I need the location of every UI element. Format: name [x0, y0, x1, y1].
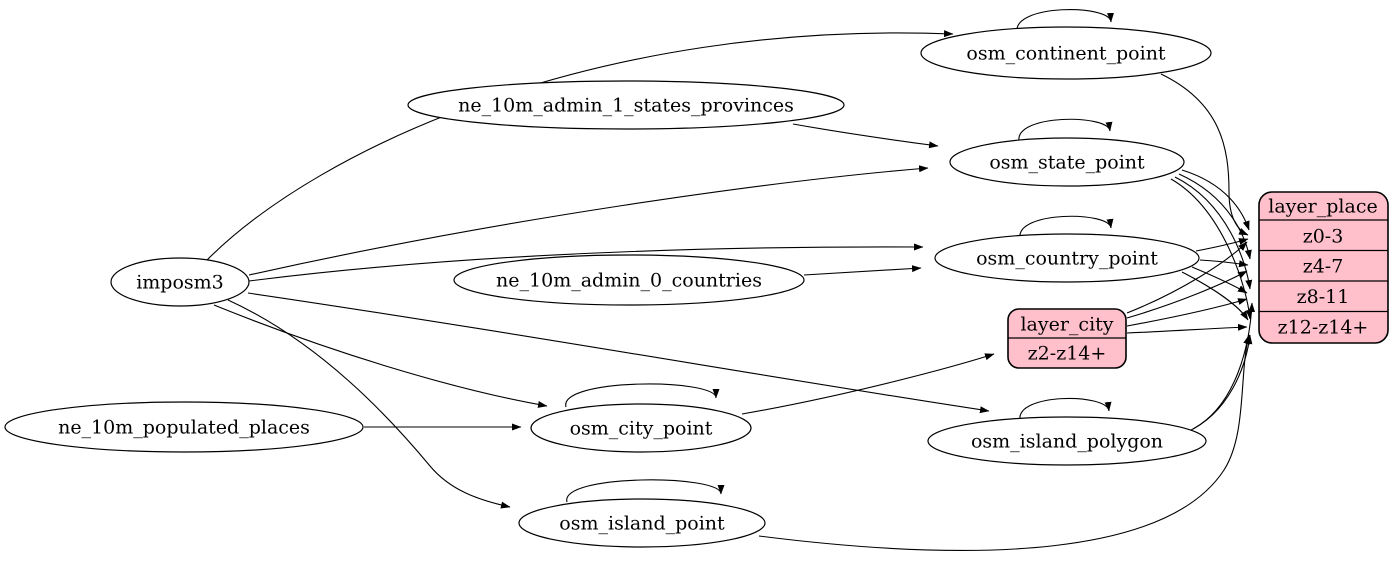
node-label: osm_continent_point — [966, 42, 1166, 64]
record-layer_city: layer_city z2-z14+ — [1007, 308, 1127, 369]
edge-ne_10m_admin_1_states_provinces-osm_state_point — [792, 123, 939, 149]
edge-self-loop-osm_state_point — [1018, 118, 1113, 142]
record-title: layer_city — [1020, 313, 1113, 335]
edge-imposm3-osm_island_point — [227, 299, 511, 509]
node-label: ne_10m_admin_1_states_provinces — [458, 94, 794, 116]
edge-osm_country_point-layer_place-z4-7 — [1199, 259, 1249, 268]
edge-osm_state_point-layer_place-z4-7 — [1178, 173, 1252, 260]
node-shape — [530, 403, 752, 453]
edge-imposm3-osm_country_point — [248, 243, 924, 282]
record-row-z8-11: z8-11 — [1297, 286, 1350, 308]
edge-self-loop-osm_continent_point — [1016, 9, 1114, 33]
edges-group — [205, 9, 1256, 551]
node-ne_10m_populated_places: ne_10m_populated_places — [4, 401, 364, 453]
edge-osm_country_point-layer_place-z8-11 — [1191, 266, 1248, 294]
edge-self-loop-osm_island_point — [566, 479, 725, 503]
edge-osm_state_point-layer_place-z8-11 — [1174, 176, 1253, 290]
edge-imposm3-osm_continent_point — [205, 30, 954, 262]
edge-layer_city-layer_place-z4-7 — [1126, 270, 1248, 319]
edge-self-loop-osm_country_point — [1019, 215, 1114, 239]
edge-osm_state_point-layer_place-z12-z14 — [1170, 178, 1253, 320]
node-shape — [453, 254, 805, 306]
edge-osm_island_polygon-layer_place-z12-z14 — [1186, 334, 1253, 433]
record-layer_place: layer_place z0-3 z4-7 z8-11 z12-z14+ — [1258, 191, 1389, 344]
node-shape — [949, 137, 1185, 187]
node-label: osm_island_point — [559, 512, 725, 534]
node-osm_state_point: osm_state_point — [949, 137, 1185, 187]
node-label: osm_city_point — [570, 417, 713, 439]
node-osm_city_point: osm_city_point — [530, 403, 752, 453]
edge-osm_state_point-layer_place-z0-3 — [1181, 169, 1250, 231]
node-osm_country_point: osm_country_point — [934, 233, 1200, 283]
node-shape — [4, 401, 364, 453]
edge-self-loop-osm_city_point — [565, 383, 720, 408]
edge-self-loop-osm_island_polygon — [1019, 397, 1112, 421]
record-row-z12-z14: z12-z14+ — [1278, 316, 1369, 338]
edge-osm_country_point-layer_place-z12-z14 — [1181, 271, 1249, 321]
record-row-z2-z14: z2-z14+ — [1028, 342, 1107, 364]
record-row-z4-7: z4-7 — [1303, 255, 1344, 277]
node-ne_10m_admin_0_countries: ne_10m_admin_0_countries — [453, 254, 805, 306]
node-label: osm_country_point — [976, 247, 1158, 269]
edge-imposm3-osm_state_point — [248, 165, 929, 276]
edge-layer_city-layer_place-z8-11 — [1126, 298, 1248, 327]
node-shape — [518, 498, 766, 548]
edge-osm_island_point-layer_place-z12-z14 — [758, 334, 1251, 551]
node-imposm3: imposm3 — [110, 257, 250, 307]
edge-layer_city-layer_place-z12-z14 — [1126, 323, 1248, 334]
edge-ne_10m_admin_0_countries-osm_country_point — [803, 265, 922, 276]
node-label: imposm3 — [136, 271, 224, 293]
node-label: osm_state_point — [989, 151, 1145, 173]
node-osm_continent_point: osm_continent_point — [920, 26, 1212, 80]
node-shape — [927, 416, 1207, 466]
node-label: ne_10m_populated_places — [58, 416, 310, 438]
record-row-z0-3: z0-3 — [1303, 225, 1344, 247]
node-shape — [934, 233, 1200, 283]
edge-imposm3-osm_island_polygon — [247, 292, 990, 414]
node-label: ne_10m_admin_0_countries — [496, 269, 762, 291]
node-shape — [110, 257, 250, 307]
node-shape — [407, 80, 845, 130]
record-shape — [1258, 191, 1389, 344]
record-title: layer_place — [1268, 195, 1377, 217]
node-ne_10m_admin_1_states_provinces: ne_10m_admin_1_states_provinces — [407, 80, 845, 130]
edge-osm_city_point-layer_city-z2-z14 — [741, 353, 995, 415]
node-label: osm_island_polygon — [971, 430, 1163, 452]
edge-imposm3-osm_city_point — [213, 304, 548, 408]
node-osm_island_polygon: osm_island_polygon — [927, 416, 1207, 466]
edge-osm_country_point-layer_place-z0-3 — [1195, 238, 1249, 252]
edge-layer_city-layer_place-z0-3 — [1126, 241, 1248, 314]
node-osm_island_point: osm_island_point — [518, 498, 766, 548]
node-shape — [920, 26, 1212, 80]
